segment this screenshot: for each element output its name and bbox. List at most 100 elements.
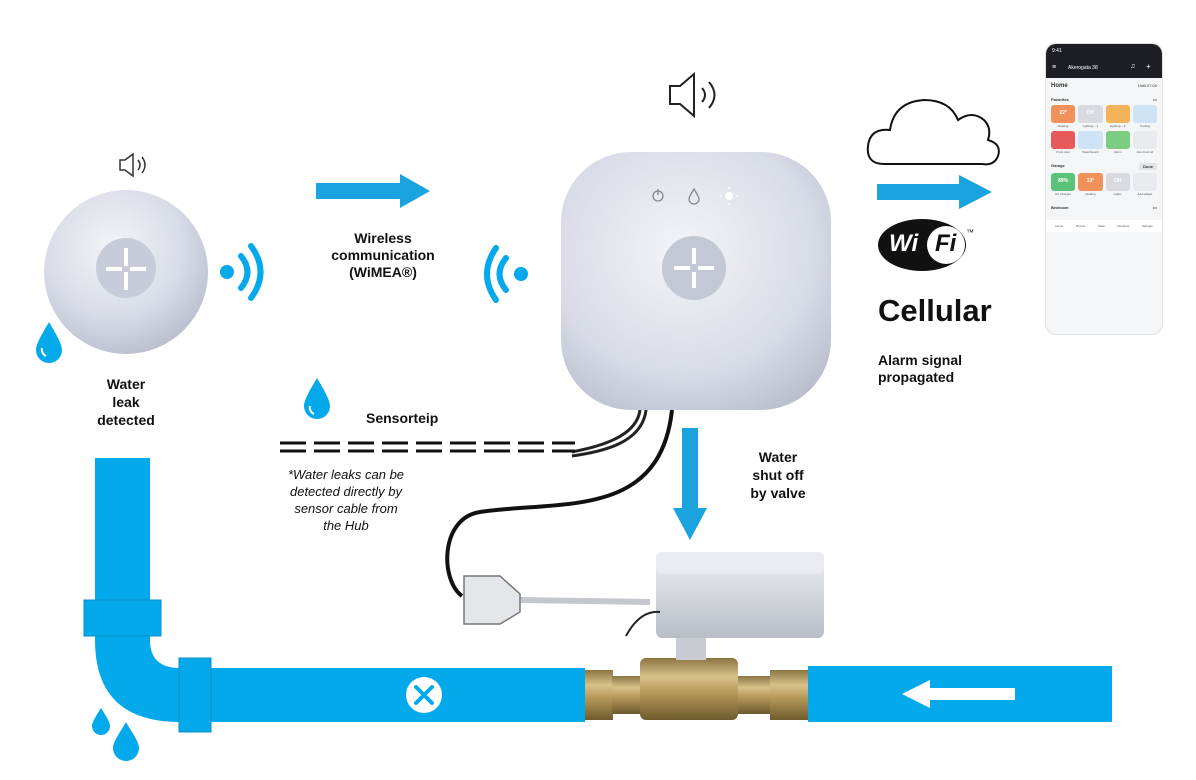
garage-tile-box[interactable]: 89%	[1051, 173, 1076, 191]
sensor-tape	[280, 441, 575, 453]
favorite-tile-box[interactable]: 22°	[1051, 105, 1076, 123]
favorite-tile-box[interactable]	[1132, 131, 1157, 149]
note-line-3: sensor cable from	[294, 501, 398, 516]
nav-item-routines[interactable]: Routines	[1117, 224, 1130, 228]
speaker-icon-hub	[669, 71, 716, 119]
phone-location[interactable]: Akerogata 38	[1068, 65, 1098, 71]
favorites-title: Favorites	[1051, 97, 1069, 102]
flow-arrow-icon	[902, 680, 1015, 708]
favorite-tile-label: Front door	[1056, 150, 1071, 154]
leak-drops-icon	[92, 708, 139, 761]
nav-item-home[interactable]: Home	[1055, 224, 1064, 228]
sensor-note: *Water leaks can be detected directly by…	[266, 466, 426, 534]
favorite-tile-box[interactable]	[1051, 131, 1076, 149]
sensor-tape-drop-icon	[304, 378, 330, 425]
water-pipe	[83, 458, 1112, 733]
arrow-to-phone-icon	[877, 175, 992, 209]
wifi-tm: ™	[966, 228, 974, 237]
cloud-icon	[866, 98, 1000, 166]
garage-tile-box[interactable]: Off	[1105, 173, 1130, 191]
wifi-logo	[878, 219, 966, 271]
menu-icon[interactable]: ≡	[1052, 64, 1057, 71]
shutoff-line-2: shut off	[752, 467, 804, 483]
garage-done-button[interactable]: Done	[1139, 163, 1157, 170]
favorite-tile-label: Also front lid	[1136, 150, 1154, 154]
favorite-tile-label: Alarm	[1113, 150, 1122, 154]
shutoff-valve	[585, 552, 824, 720]
garage-tile-label: Lights	[1113, 192, 1122, 196]
favorite-tile[interactable]: Alarm	[1105, 131, 1130, 154]
more-icon[interactable]: •••	[1152, 97, 1157, 102]
garage-tile[interactable]: 89% EV Charger	[1051, 173, 1076, 196]
favorite-tile[interactable]: 22° Heating	[1051, 105, 1076, 128]
garage-header: Garage Done	[1046, 163, 1162, 170]
favorite-tile-box[interactable]: Off	[1078, 105, 1103, 123]
favorite-tile-box[interactable]	[1105, 131, 1130, 149]
leak-label-line-2: leak	[112, 394, 140, 410]
wireless-label-line-3: (WiMEA®)	[349, 264, 417, 280]
speaker-icon-sensor	[119, 152, 146, 178]
favorite-tile-label: Lighting – 1	[1082, 124, 1099, 128]
leak-detected-label: Water leak detected	[86, 375, 166, 429]
favorite-tile[interactable]: Lighting – 2	[1105, 105, 1130, 128]
closed-x-icon	[406, 677, 442, 713]
alarm-label: Alarm signal propagated	[878, 352, 962, 386]
garage-tile-label: Heating	[1085, 192, 1096, 196]
favorite-tile-label: Cooling	[1139, 124, 1150, 128]
phone-nav-bar: Home Rooms Stats Routines Settings	[1046, 220, 1162, 232]
leak-label-line-3: detected	[97, 412, 155, 428]
garage-tile[interactable]: Add widget	[1132, 173, 1157, 196]
alarm-line-1: Alarm signal	[878, 352, 963, 368]
garage-tile-box[interactable]: 13°	[1078, 173, 1103, 191]
phone-home-row: Home Until 07:00	[1046, 78, 1162, 89]
nav-item-stats[interactable]: Stats	[1097, 224, 1105, 228]
wifi-logo-wi: Wi	[889, 230, 919, 257]
favorite-tile-value: 22°	[1059, 110, 1067, 116]
wifi-logo-fi: Fi	[935, 230, 957, 257]
note-line-2: detected directly by	[289, 484, 402, 499]
favorite-tile-box[interactable]	[1078, 131, 1103, 149]
favorite-tile-box[interactable]	[1105, 105, 1130, 123]
water-drop-icon	[36, 322, 62, 363]
garage-tile-label: EV Charger	[1055, 192, 1071, 196]
garage-tile-box[interactable]	[1132, 173, 1157, 191]
favorite-tile[interactable]: Front door	[1051, 131, 1076, 154]
phone-until: Until 07:00	[1137, 83, 1157, 88]
favorite-tile-label: Heating	[1057, 124, 1069, 128]
nav-item-rooms[interactable]: Rooms	[1075, 224, 1086, 228]
note-line-4: the Hub	[323, 518, 369, 533]
favorite-tile-box[interactable]	[1132, 105, 1157, 123]
cellular-label: Cellular	[878, 293, 992, 328]
note-line-1: *Water leaks can be	[287, 467, 405, 482]
shutoff-line-1: Water	[758, 449, 798, 465]
sensorteip-label: Sensorteip	[366, 410, 439, 426]
garage-tile-value: Off	[1114, 178, 1122, 184]
wireless-label-line-2: communication	[331, 247, 435, 263]
garage-tile-label: Add widget	[1137, 192, 1153, 196]
bedroom-title: Bedroom	[1051, 205, 1069, 210]
favorite-tile[interactable]: Also front lid	[1132, 131, 1157, 154]
shutoff-label: Water shut off by valve	[738, 448, 818, 502]
leak-sensor-device	[44, 190, 208, 354]
add-icon[interactable]: +	[1146, 62, 1151, 71]
hub-device	[561, 152, 831, 410]
arrow-to-hub-icon	[316, 174, 430, 208]
garage-tile-value: 89%	[1058, 178, 1069, 184]
favorite-tile[interactable]: WaterGuard	[1078, 131, 1103, 154]
favorite-tile-label: Lighting – 2	[1109, 124, 1126, 128]
arrow-down-icon	[673, 428, 707, 540]
phone-time: 9:41	[1052, 48, 1062, 54]
favorite-tile-label: WaterGuard	[1082, 150, 1099, 154]
favorite-tile[interactable]: Cooling	[1132, 105, 1157, 128]
phone-app: 9:41 ≡ Akerogata 38 ♫ + Home Until 07:00…	[1046, 44, 1162, 334]
shutoff-line-3: by valve	[750, 485, 806, 501]
bell-icon[interactable]: ♫	[1130, 63, 1136, 70]
nav-item-settings[interactable]: Settings	[1141, 224, 1153, 228]
more-icon[interactable]: •••	[1152, 205, 1157, 210]
alarm-line-2: propagated	[878, 369, 955, 385]
garage-tile[interactable]: 13°Heating	[1078, 173, 1103, 196]
